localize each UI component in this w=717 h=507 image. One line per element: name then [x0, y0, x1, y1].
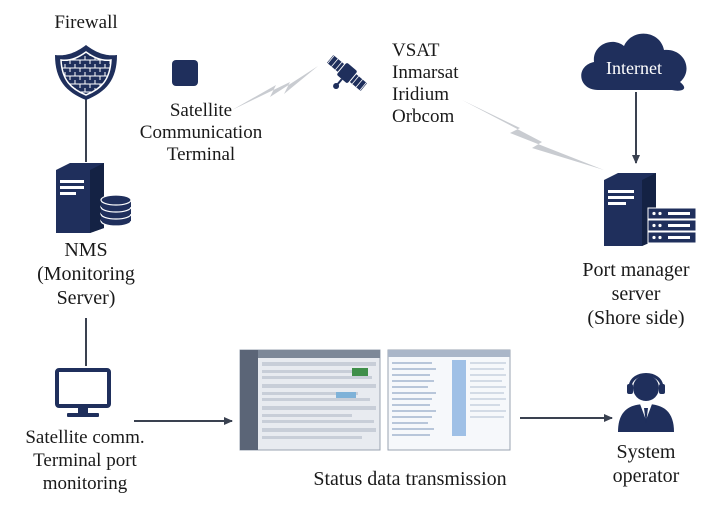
satellite-terminal-label: Satellite Communication Terminal: [139, 100, 263, 165]
nms-label: NMS (Monitoring Server): [37, 239, 135, 309]
screenshot-thumbnail-icon: [239, 349, 511, 451]
cloud-icon: Internet: [581, 33, 687, 91]
status-transmission-label: Status data transmission: [313, 468, 507, 490]
satellite-link-right: [462, 100, 604, 170]
firewall-label: Firewall: [54, 12, 118, 33]
user-headset-icon: [618, 373, 674, 432]
shield-icon: [55, 45, 117, 100]
monitor-icon: [55, 368, 111, 417]
system-operator-label: System operator: [612, 441, 680, 487]
monitoring-terminal-label: Satellite comm. Terminal port monitoring: [25, 427, 145, 494]
satellite-link-left: [232, 66, 318, 110]
satellite-systems-label: VSAT Inmarsat Iridium Orbcom: [392, 40, 459, 127]
server-database-icon: [56, 163, 132, 233]
server-rack-icon: [604, 173, 697, 246]
satellite-icon: [326, 55, 368, 91]
internet-label: Internet: [606, 58, 662, 78]
square-terminal-icon: [172, 60, 198, 86]
port-manager-label: Port manager server (Shore side): [582, 259, 690, 329]
